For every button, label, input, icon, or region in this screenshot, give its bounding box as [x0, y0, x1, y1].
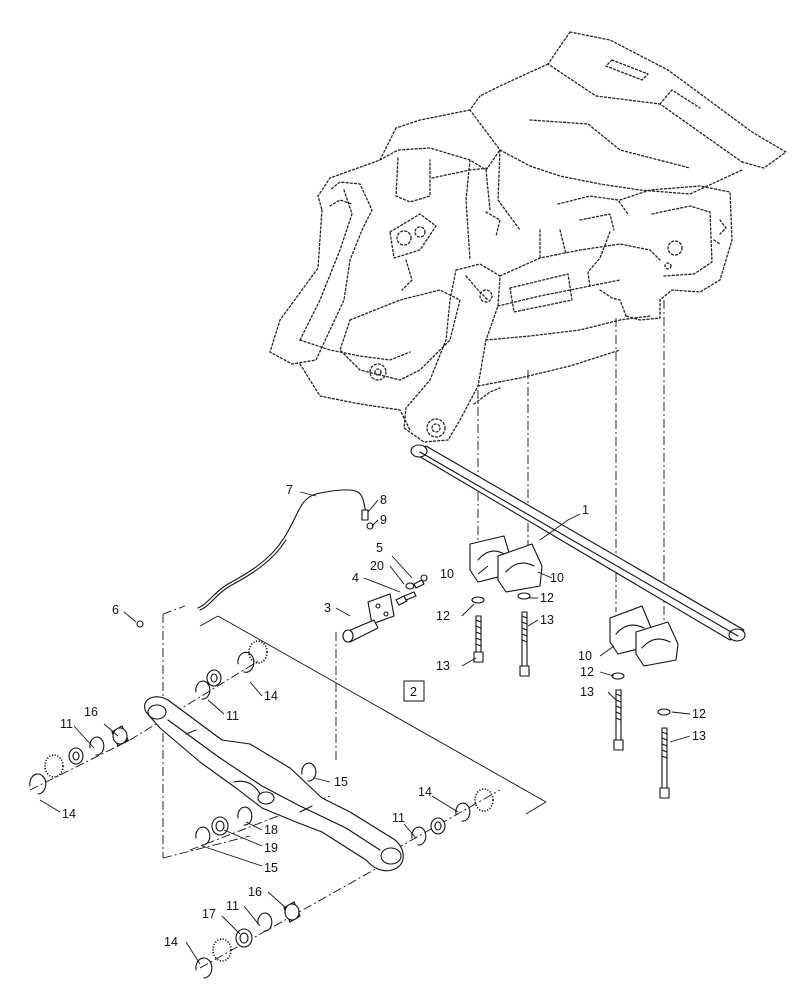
callout-12c: 12 [580, 665, 594, 679]
callout-15a: 15 [334, 775, 348, 789]
callout-9: 9 [380, 513, 387, 527]
callout-13d: 13 [692, 729, 706, 743]
callout-2: 2 [410, 685, 417, 699]
callout-11a: 11 [226, 709, 239, 723]
loader-frame-phantom [269, 31, 787, 443]
callout-11b: 11 [60, 717, 73, 731]
callout-1: 1 [582, 503, 589, 517]
assembly-bracket [199, 615, 547, 815]
callout-15b: 15 [264, 861, 278, 875]
ring-bushing-parts [29, 640, 494, 979]
callout-17: 17 [202, 907, 216, 921]
callout-11c: 11 [392, 811, 405, 825]
callout-13b: 13 [436, 659, 450, 673]
callout-12a: 12 [436, 609, 450, 623]
cross-tube-part [410, 444, 746, 642]
callout-16a: 16 [84, 705, 98, 719]
callout-14b: 14 [62, 807, 76, 821]
callout-2-box [403, 680, 425, 702]
callout-20: 20 [370, 559, 384, 573]
callout-4: 4 [352, 571, 359, 585]
callout-3: 3 [324, 601, 331, 615]
callout-13c: 13 [580, 685, 594, 699]
callout-14a: 14 [264, 689, 278, 703]
callout-12d: 12 [692, 707, 706, 721]
saddle-block-parts [469, 535, 679, 667]
callout-7: 7 [286, 483, 293, 497]
grease-hose-part [136, 489, 374, 628]
callout-19: 19 [264, 841, 278, 855]
callout-14c: 14 [418, 785, 432, 799]
callout-10b: 10 [550, 571, 564, 585]
callout-18: 18 [264, 823, 278, 837]
link-arm-assembly [144, 696, 404, 872]
callout-11d: 11 [226, 899, 239, 913]
callout-16b: 16 [248, 885, 262, 899]
callout-6: 6 [112, 603, 119, 617]
callout-10a: 10 [440, 567, 454, 581]
callout-14d: 14 [164, 935, 178, 949]
callout-8: 8 [380, 493, 387, 507]
callout-13a: 13 [540, 613, 554, 627]
flanged-pin-part [342, 574, 428, 643]
leader-lines [39, 491, 691, 965]
callout-10c: 10 [578, 649, 592, 663]
callout-12b: 12 [540, 591, 554, 605]
callout-5: 5 [376, 541, 383, 555]
bolt-and-washer-parts [471, 592, 671, 799]
callout-labels: 1 2 3 4 5 6 7 8 9 20 10 10 10 12 12 12 1… [60, 483, 706, 949]
